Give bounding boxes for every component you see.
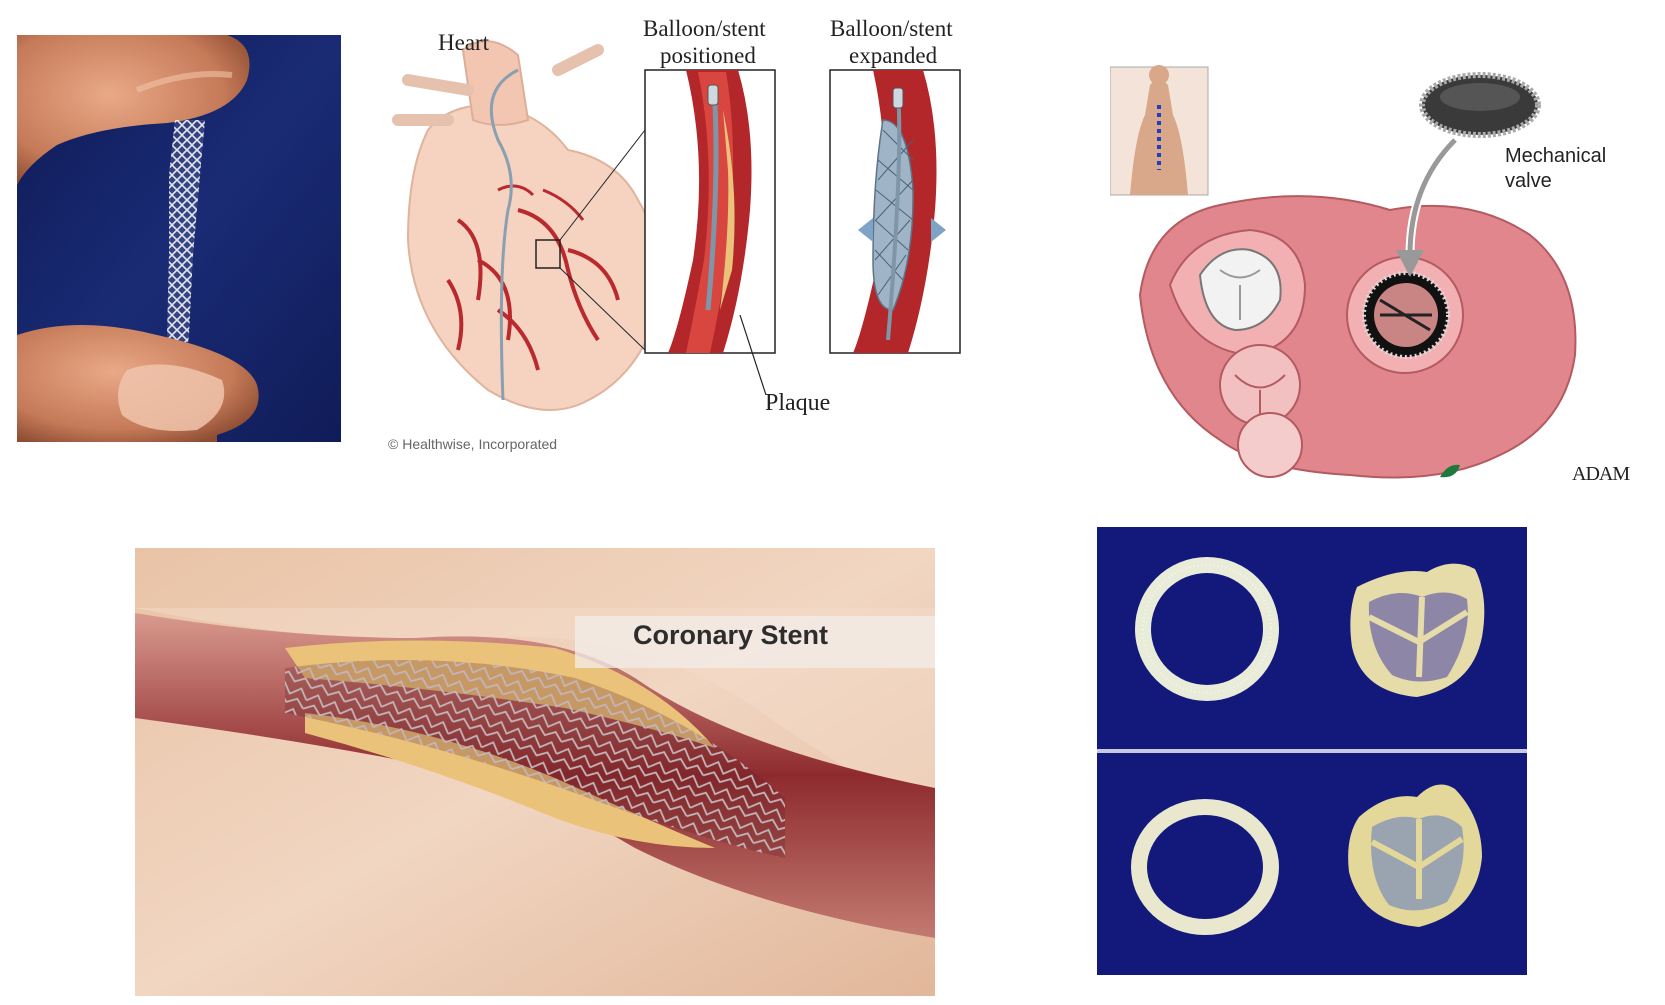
expanded-label-line1: Balloon/stent [830, 16, 953, 41]
valve-diagram-graphic [1110, 65, 1577, 479]
stent-photo [17, 35, 341, 442]
tissue-valve-photos [1097, 527, 1527, 975]
heart-label: Heart [438, 30, 490, 55]
tissue-valve-graphic [1097, 527, 1527, 975]
mechanical-valve-label-line2: valve [1505, 170, 1552, 192]
positioned-label-line1: Balloon/stent [643, 16, 766, 41]
mechanical-valve-diagram: Mechanical valve ADAM [1110, 45, 1630, 495]
heart-diagram-graphic [392, 40, 961, 411]
copyright-text: © Healthwise, Incorporated [388, 436, 558, 452]
positioned-label-line2: positioned [660, 43, 756, 68]
expanded-label-line2: expanded [849, 43, 938, 68]
coronary-stent-illustration: Coronary Stent [135, 548, 935, 996]
mechanical-valve-label-line1: Mechanical [1505, 145, 1607, 167]
coronary-stent-graphic [135, 548, 935, 996]
coronary-stent-title: Coronary Stent [633, 620, 829, 650]
leaf-logo-icon [1440, 464, 1460, 478]
brand-logo-text: ADAM [1572, 463, 1630, 485]
plaque-label: Plaque [765, 390, 831, 416]
stent-photo-graphic [17, 35, 341, 442]
heart-stent-diagram: Heart Balloon/stent positioned Balloon/s… [368, 10, 1032, 452]
